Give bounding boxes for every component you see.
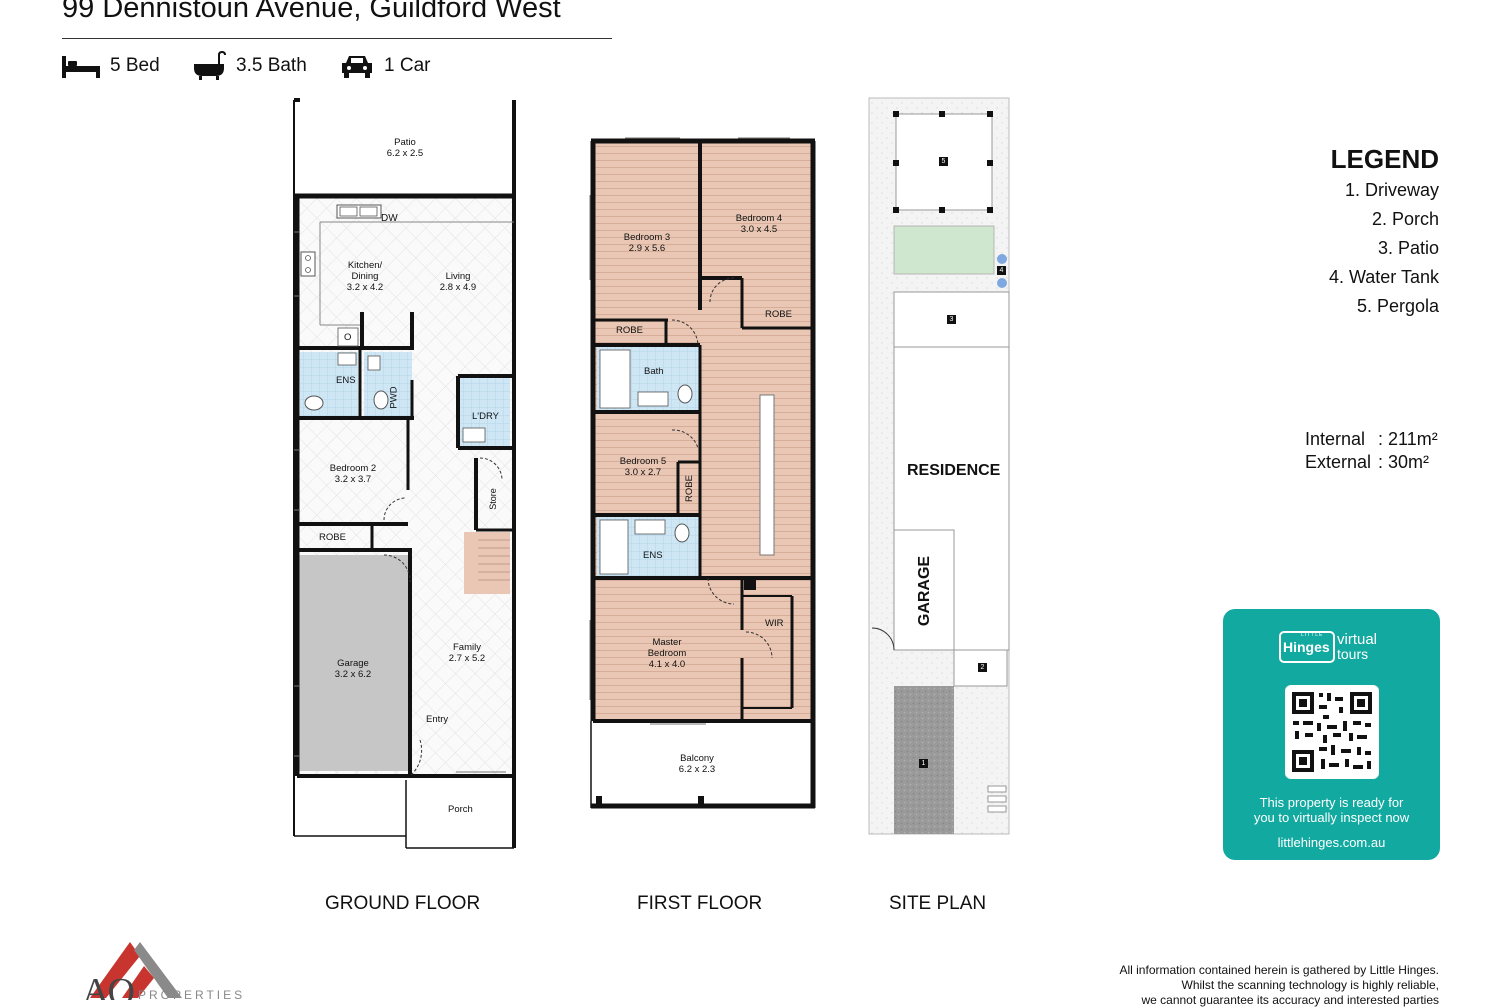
ff-wir: WIR xyxy=(765,618,784,629)
ff-robe-left: ROBE xyxy=(616,325,643,336)
site-plan-title: SITE PLAN xyxy=(889,893,987,914)
legend-title: LEGEND xyxy=(1330,144,1439,174)
promo-message-1: This property is ready for xyxy=(1259,795,1404,810)
feature-bed-label: 5 Bed xyxy=(110,55,160,76)
site-marker-3: 3 xyxy=(947,315,956,324)
ff-balcony: Balcony 6.2 x 2.3 xyxy=(678,753,716,775)
disclaimer-line-3: we cannot guarantee its accuracy and int… xyxy=(1141,993,1439,1007)
gf-entry: Entry xyxy=(426,714,449,725)
gf-pwd: PWD xyxy=(388,386,400,409)
site-marker-1: 1 xyxy=(919,759,928,768)
gf-ens: ENS xyxy=(336,375,356,386)
bath-icon xyxy=(194,51,226,80)
legend-item-driveway: 1. Driveway xyxy=(1344,180,1439,200)
ff-ens: ENS xyxy=(643,550,663,561)
ff-bath: Bath xyxy=(644,366,664,377)
area-external-label: External xyxy=(1305,452,1372,472)
ff-bedroom4: Bedroom 4 3.0 x 4.5 xyxy=(735,213,783,235)
gf-porch: Porch xyxy=(448,804,473,815)
car-icon xyxy=(342,56,372,78)
ground-floor-title: GROUND FLOOR xyxy=(325,893,481,914)
legend-item-pergola: 5. Pergola xyxy=(1356,296,1439,316)
site-marker-5: 5 xyxy=(939,157,948,166)
disclaimer-line-1: All information contained herein is gath… xyxy=(1119,963,1439,977)
brand-suffix-2: tours xyxy=(1337,646,1369,662)
gf-robe: ROBE xyxy=(319,532,346,543)
gf-store: Store xyxy=(487,488,498,510)
legend-item-patio: 3. Patio xyxy=(1377,238,1439,258)
gf-living: Living 2.8 x 4.9 xyxy=(439,271,477,293)
site-marker-4: 4 xyxy=(997,266,1006,275)
disclaimer-line-2: Whilst the scanning technology is highly… xyxy=(1181,978,1439,992)
feature-bath: 3.5 Bath xyxy=(192,51,307,80)
gf-kitchen: Kitchen/ Dining 3.2 x 4.2 xyxy=(346,260,384,293)
qr-code[interactable] xyxy=(1285,685,1379,779)
brand-speech-icon xyxy=(1279,631,1335,663)
first-floor-title: FIRST FLOOR xyxy=(637,893,763,914)
feature-car-label: 1 Car xyxy=(384,55,431,76)
legend-item-water-tank: 4. Water Tank xyxy=(1328,267,1439,287)
gf-bedroom2: Bedroom 2 3.2 x 3.7 xyxy=(329,463,377,485)
ff-bedroom3: Bedroom 3 2.9 x 5.6 xyxy=(623,232,671,254)
promo-message-2: you to virtually inspect now xyxy=(1253,810,1410,825)
ff-bedroom5: Bedroom 5 3.0 x 2.7 xyxy=(619,456,667,478)
promo-url-link[interactable]: littlehinges.com.au xyxy=(1277,835,1386,850)
feature-bath-label: 3.5 Bath xyxy=(236,55,307,76)
area-external-value: : 30m² xyxy=(1378,452,1430,472)
bed-icon xyxy=(62,56,100,78)
agency-logo: AQ PROPERTIES xyxy=(82,938,262,1000)
agency-logo-icon xyxy=(90,942,182,998)
gf-laundry: L'DRY xyxy=(472,411,499,422)
agency-logo-text: AQ xyxy=(82,971,135,1000)
ff-master: Master Bedroom 4.1 x 4.0 xyxy=(647,637,687,670)
title-divider xyxy=(62,38,612,39)
ff-robe-b5: ROBE xyxy=(683,475,695,502)
feature-bed: 5 Bed xyxy=(62,52,160,80)
site-residence-label: RESIDENCE xyxy=(907,462,1001,479)
site-marker-2: 2 xyxy=(978,663,987,672)
brand-name: Hinges xyxy=(1283,639,1330,655)
brand-suffix-1: virtual xyxy=(1337,631,1378,648)
gf-patio: Patio 6.2 x 2.5 xyxy=(386,137,424,159)
gf-o: O xyxy=(344,332,352,343)
ff-robe-right: ROBE xyxy=(765,309,792,320)
gf-family: Family 2.7 x 5.2 xyxy=(448,642,486,664)
gf-garage: Garage 3.2 x 6.2 xyxy=(334,658,372,680)
page-title: 99 Dennistoun Avenue, Guildford West xyxy=(62,0,561,24)
brand-small: LITTLE xyxy=(1301,632,1324,638)
area-internal-value: : 211m² xyxy=(1378,429,1438,449)
site-garage-label: GARAGE xyxy=(916,555,933,627)
legend-item-porch: 2. Porch xyxy=(1371,209,1439,229)
area-internal-label: Internal xyxy=(1305,429,1366,449)
virtual-tour-card[interactable]: LITTLE Hinges virtual tours This propert… xyxy=(1223,609,1440,860)
feature-car: 1 Car xyxy=(340,52,430,80)
gf-dw: DW xyxy=(381,213,398,224)
agency-logo-sub: PROPERTIES xyxy=(138,988,246,1000)
qr-code-icon xyxy=(1292,692,1372,772)
